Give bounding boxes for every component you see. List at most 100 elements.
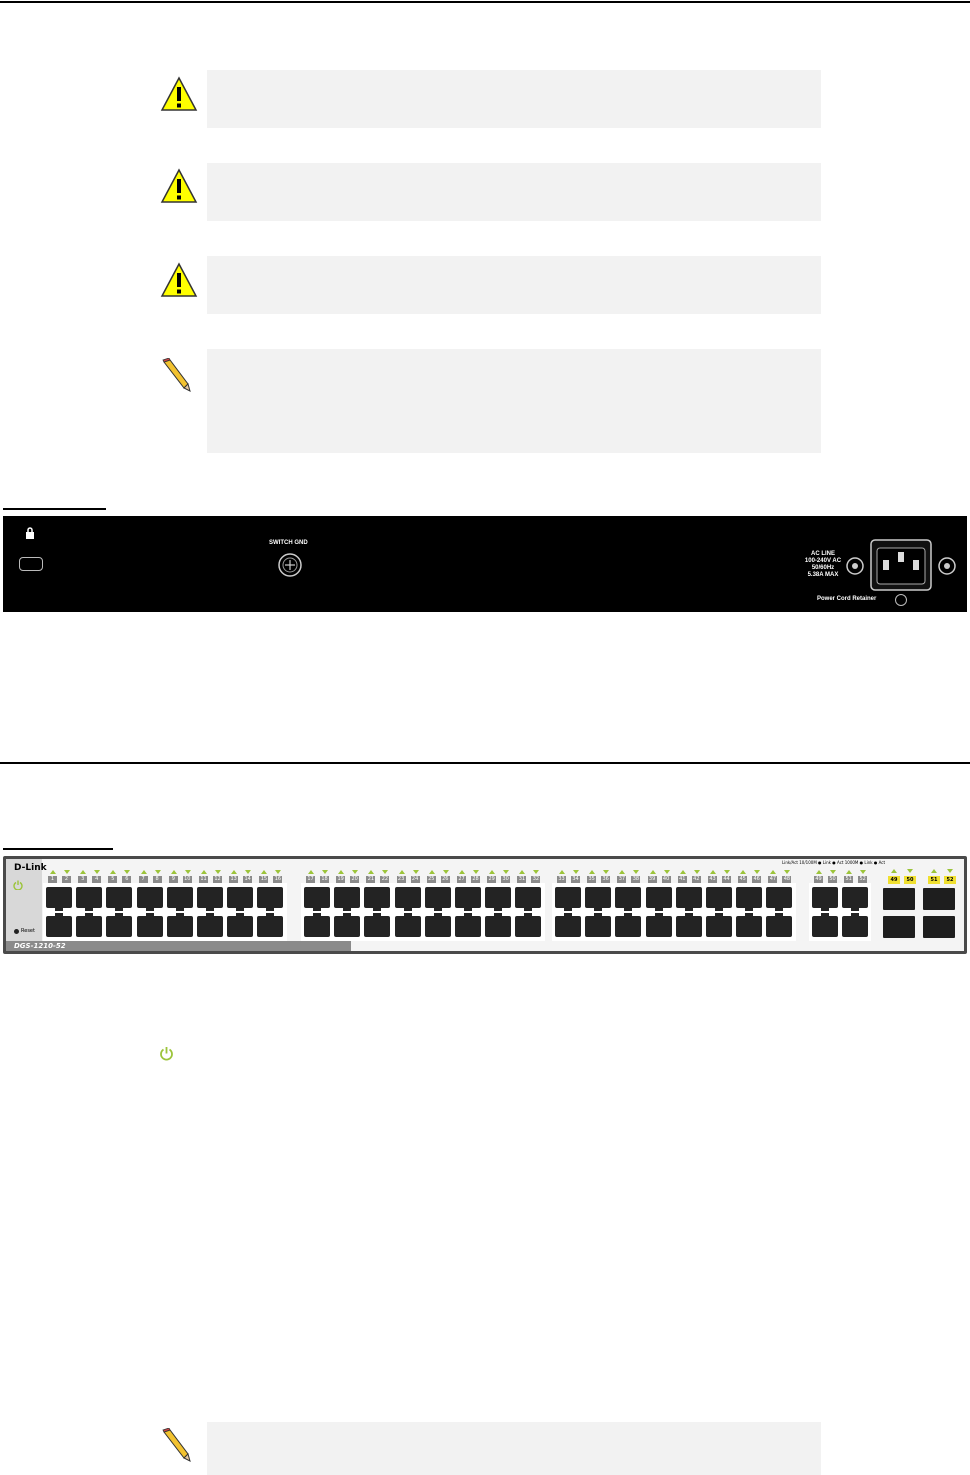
port-led xyxy=(649,870,656,874)
port-led xyxy=(503,870,510,874)
port-led xyxy=(784,870,791,874)
port-number-label: 50 xyxy=(828,876,837,883)
ethernet-port xyxy=(555,887,581,911)
ethernet-port xyxy=(645,887,672,911)
port-led xyxy=(154,870,161,874)
figure-caption-underline xyxy=(3,848,113,850)
ethernet-port xyxy=(136,887,163,911)
note-box-1 xyxy=(207,349,821,453)
sfp-port xyxy=(923,916,955,938)
port-number-label: 52 xyxy=(858,876,868,883)
ethernet-port xyxy=(485,887,512,911)
port-number-label: 4 xyxy=(92,876,102,883)
port-led xyxy=(442,870,449,874)
warning-icon xyxy=(160,168,198,203)
ethernet-port xyxy=(394,887,421,911)
power-symbol-icon xyxy=(160,1047,173,1061)
ethernet-port xyxy=(136,913,163,937)
ethernet-port xyxy=(766,913,793,937)
port-led xyxy=(308,870,314,874)
port-led xyxy=(428,870,435,874)
port-led xyxy=(770,870,777,874)
sfp-led xyxy=(947,869,953,873)
sfp-led xyxy=(891,869,897,873)
ethernet-port xyxy=(645,913,672,937)
port-led xyxy=(94,870,101,874)
figure-caption-underline xyxy=(3,508,106,510)
port-number-label: 35 xyxy=(587,876,597,883)
port-led xyxy=(50,870,56,874)
port-number-label: 9 xyxy=(168,876,178,883)
ethernet-port xyxy=(812,913,838,937)
port-number-label: 48 xyxy=(782,876,792,883)
port-led xyxy=(64,870,70,874)
port-number-label: 8 xyxy=(152,876,162,883)
ethernet-port xyxy=(334,887,361,911)
warning-icon xyxy=(160,76,198,111)
ethernet-port xyxy=(485,913,512,937)
ethernet-port xyxy=(766,887,793,911)
rear-panel-image: SWITCH GND AC LINE 100-240V AC 50/60Hz 5… xyxy=(3,516,967,612)
port-led xyxy=(710,870,716,874)
port-led xyxy=(754,870,761,874)
sfp-number-label: 49 xyxy=(888,876,900,884)
ethernet-port xyxy=(106,913,133,937)
port-number-label: 40 xyxy=(661,876,671,883)
port-led xyxy=(533,870,540,874)
ethernet-port xyxy=(736,887,763,911)
port-led xyxy=(275,870,282,874)
port-led xyxy=(860,870,867,874)
port-number-label: 16 xyxy=(273,876,283,883)
ethernet-port xyxy=(76,887,103,911)
port-number-label: 5 xyxy=(108,876,118,883)
ethernet-port xyxy=(515,887,542,911)
ethernet-port xyxy=(227,913,254,937)
port-led xyxy=(245,870,252,874)
retainer-hole xyxy=(895,594,907,606)
ethernet-port xyxy=(455,913,481,937)
ethernet-port xyxy=(424,913,451,937)
port-number-label: 10 xyxy=(182,876,192,883)
sfp-number-label: 52 xyxy=(944,876,956,884)
port-led xyxy=(398,870,405,874)
ethernet-port xyxy=(842,887,869,911)
port-led xyxy=(473,870,479,874)
port-number-label: 29 xyxy=(487,876,497,883)
ethernet-port xyxy=(76,913,103,937)
note-box-2 xyxy=(207,1422,821,1475)
port-led xyxy=(201,870,207,874)
port-led xyxy=(679,870,686,874)
port-number-label: 28 xyxy=(471,876,480,883)
port-number-label: 45 xyxy=(738,876,748,883)
ethernet-port xyxy=(166,913,193,937)
port-led xyxy=(589,870,596,874)
ground-screw-icon xyxy=(278,553,302,577)
brand-logo: D-Link xyxy=(14,863,47,873)
port-number-label: 47 xyxy=(768,876,778,883)
caution-box-2 xyxy=(207,163,821,221)
ethernet-port xyxy=(675,913,702,937)
port-led xyxy=(830,870,836,874)
port-number-label: 13 xyxy=(229,876,239,883)
sfp-number-label: 51 xyxy=(928,876,940,884)
sfp-port xyxy=(883,916,915,938)
ethernet-port xyxy=(706,887,732,911)
lock-icon xyxy=(26,527,34,539)
sfp-number-label: 50 xyxy=(904,876,916,884)
reset-button[interactable] xyxy=(14,929,19,934)
front-left-panel xyxy=(6,859,42,941)
port-led xyxy=(184,870,191,874)
ethernet-port xyxy=(364,913,391,937)
ethernet-port xyxy=(585,913,612,937)
port-led xyxy=(489,870,496,874)
port-led xyxy=(80,870,87,874)
port-led xyxy=(459,870,465,874)
front-face: D-Link Reset DGS-1210-52 Link/Act 10/100… xyxy=(6,859,964,951)
port-number-label: 24 xyxy=(410,876,420,883)
ethernet-port xyxy=(675,887,702,911)
port-led xyxy=(573,870,579,874)
port-number-label: 12 xyxy=(213,876,222,883)
power-cord-retainer-label: Power Cord Retainer xyxy=(817,596,877,602)
port-number-label: 6 xyxy=(122,876,132,883)
port-led xyxy=(322,870,328,874)
